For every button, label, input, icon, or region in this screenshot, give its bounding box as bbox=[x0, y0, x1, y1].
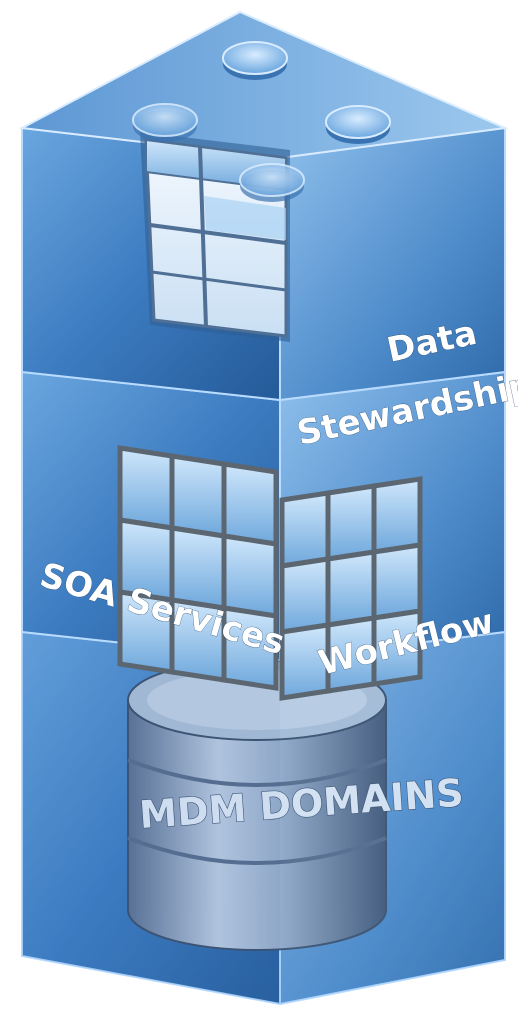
cube-top: Data Stewardship bbox=[18, 10, 518, 454]
services-grid-cell bbox=[117, 445, 175, 531]
cube-top-lid bbox=[18, 10, 509, 160]
workflow-grid-cell bbox=[325, 549, 377, 628]
lid-puck-3 bbox=[132, 103, 198, 142]
lid-puck-1 bbox=[222, 41, 288, 80]
workflow-grid-cell bbox=[279, 556, 331, 635]
cube-middle: SOA Services Workflow bbox=[21, 370, 506, 701]
services-grid-cell bbox=[221, 533, 279, 619]
services-grid-cell bbox=[221, 461, 279, 547]
workflow-grid-cell bbox=[371, 476, 423, 555]
workflow-grid-side bbox=[279, 476, 423, 701]
workflow-grid-cell bbox=[325, 483, 377, 562]
lid-puck-2 bbox=[325, 105, 391, 144]
workflow-grid-cell bbox=[279, 490, 331, 569]
workflow-grid-cell bbox=[371, 542, 423, 621]
services-grid-cell bbox=[221, 605, 279, 691]
cube-bottom: MDM DOMAINS bbox=[21, 630, 506, 1006]
database-cylinder bbox=[127, 659, 387, 951]
workflow-grid-cell bbox=[371, 608, 423, 687]
services-grid-cell bbox=[169, 453, 227, 539]
services-grid-front bbox=[117, 445, 279, 691]
lid-puck-4 bbox=[239, 163, 305, 202]
